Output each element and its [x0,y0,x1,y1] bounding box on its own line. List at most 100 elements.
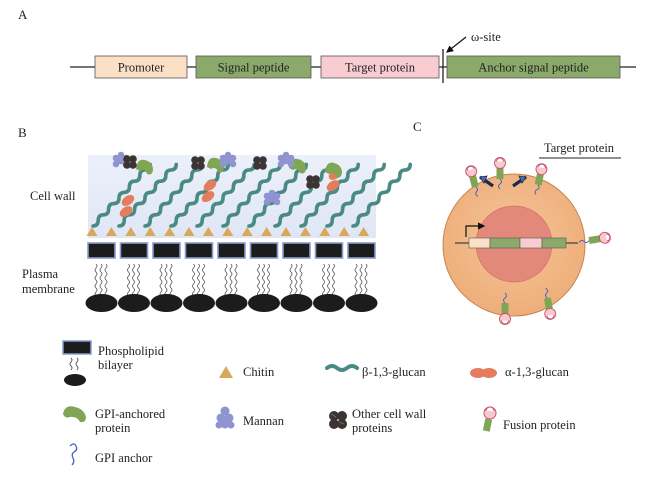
anchor-signal-peptide-label: Anchor signal peptide [478,61,589,75]
gpi-anchored-protein [207,157,224,173]
fusion-anchor [543,297,553,310]
fusion-gpi-anchor [544,287,549,299]
lipid-inner-head [345,294,378,312]
mini-signal-peptide [489,237,521,249]
lipid-head [152,242,181,259]
lipid-inner-head [280,294,313,312]
fusion-pocket [605,233,611,242]
beta-glucan-chain [91,162,152,228]
gene-construct: Promoter Signal peptide Target protein A… [70,30,636,83]
fusion-gpi-anchor [534,184,540,195]
beta-glucan-chain [325,162,386,228]
omega-site-arrow [446,36,467,53]
fusion-gpi-anchor [498,178,502,190]
fusion-protein [465,165,479,197]
alpha-glucan-legend-icon [470,368,497,378]
lipid-head [314,242,344,259]
secretion-arrow-left-head [479,175,488,184]
lipid-inner-head [150,294,183,312]
yeast-cell: Target protein [442,141,621,325]
alpha-glucan-legend-label: α-1,3-glucan [505,365,570,379]
target-protein-segment [320,55,440,79]
gpi-protein-legend-line1: GPI-anchored [95,407,166,421]
mini-promoter [468,237,491,249]
mannan-unit [273,192,281,200]
gpi-protein-legend-line2: protein [95,421,131,435]
fusion-anchor [588,235,601,245]
mini-target-protein [519,237,543,249]
fusion-protein-legend-label: Fusion protein [503,418,576,432]
promoter-label: Promoter [118,61,165,75]
other-wall-protein [253,156,261,164]
fusion-protein [543,287,557,320]
lipid-inner-head [118,294,150,312]
fusion-pocket [466,165,475,171]
fusion-pocket [501,320,509,325]
fusion-gpi-anchor [503,292,507,304]
plasma-label-line2: membrane [22,282,75,296]
other-wall-protein [197,162,205,170]
fusion-anchor [496,168,504,179]
gpi-anchor-legend-icon [69,443,78,466]
chitin-triangle [358,227,370,236]
lipid-head [87,242,116,259]
mannan-unit [219,160,227,168]
chitin-triangle [86,227,98,236]
phospholipid-legend-line2: bilayer [98,358,134,372]
other-wall-protein [306,181,314,189]
fusion-gpi-anchor [475,186,479,197]
other-wall-protein [312,175,320,183]
beta-glucan-legend-label: β-1,3-glucan [362,365,426,379]
other-wall-protein [312,181,320,189]
beta-glucan-chain [351,162,412,228]
other-proteins-legend-line2: proteins [352,421,392,435]
mannan-unit [277,154,285,162]
omega-site-label: ω-site [471,30,501,44]
chitin-legend-label: Chitin [243,365,275,379]
mannan-unit [229,154,237,162]
fusion-anchor [501,303,509,314]
alpha-glucan [201,191,215,203]
mannan-unit [287,160,295,168]
chitin-triangle [338,227,350,236]
alpha-glucan [326,180,340,192]
mannan-unit [229,160,237,168]
mannan-unit [112,154,120,162]
fusion-pocket [537,163,546,169]
phospholipid-legend-line1: Phospholipid [98,344,165,358]
beta-glucan-chain [143,162,204,228]
chitin-triangle [222,227,234,236]
fusion-protein [494,157,506,190]
chitin-triangle [299,227,311,236]
other-wall-protein [123,161,131,169]
target-protein-segment-label: Target protein [345,61,416,75]
promoter-segment [94,55,188,79]
lipid-head [184,242,214,259]
mannan-unit [263,192,271,200]
other-wall-protein [129,161,137,169]
mannan-unit [263,198,271,206]
mannan-unit [117,157,125,165]
other-wall-protein [129,155,137,163]
beta-glucan-chain [221,162,282,228]
chitin-triangle [280,227,292,236]
alpha-glucan [121,194,135,206]
lipid-inner-head [248,294,280,312]
mannan-unit [273,198,281,206]
mannan-unit [282,151,290,159]
fusion-anchor [534,173,544,186]
plasma-label-line1: Plasma [22,267,59,281]
fusion-gpi-anchor [578,239,590,244]
other-wall-protein [253,162,261,170]
chitin-triangle [202,227,214,236]
mannan-unit [287,154,295,162]
signal-peptide-label: Signal peptide [218,61,290,75]
mannan-unit [219,154,227,162]
mannan-unit [282,157,290,165]
chitin-triangle [261,227,273,236]
chitin-triangle [105,227,117,236]
lipid-inner-head [313,294,345,312]
chitin-triangle [183,227,195,236]
fusion-anchor [469,175,479,188]
chitin-triangle [164,227,176,236]
